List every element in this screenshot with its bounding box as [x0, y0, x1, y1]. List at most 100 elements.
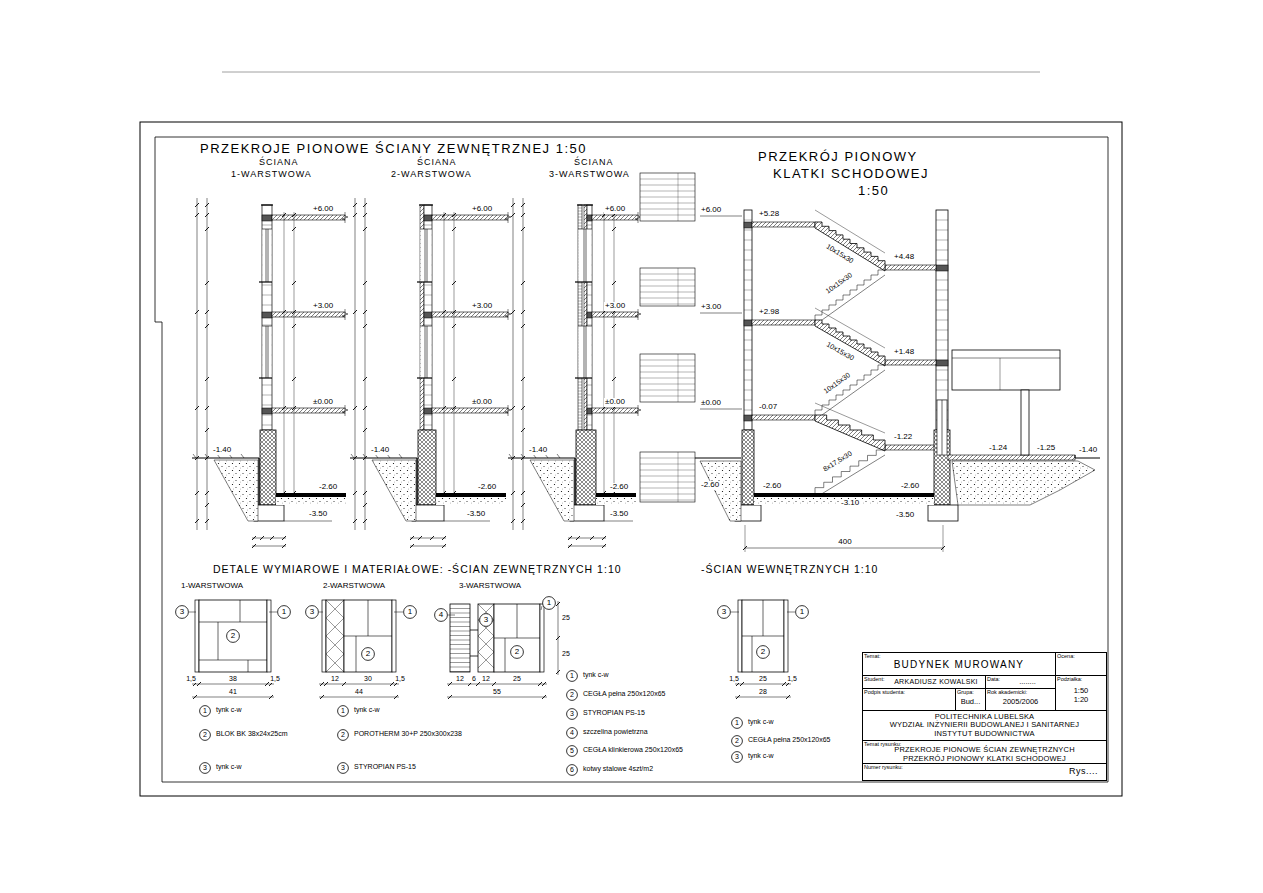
callout-circle-outline — [732, 736, 743, 747]
dimension-tick — [452, 281, 456, 285]
brick-joint — [578, 379, 582, 380]
masonry-joint — [424, 295, 432, 296]
material-description: CEGŁA klinkierowa 250x120x65 — [582, 746, 684, 754]
floor-slab — [752, 320, 815, 325]
callout-circle-outline — [338, 706, 349, 717]
callout-circle-outline — [567, 690, 578, 701]
dimension-value: 25 — [758, 675, 768, 683]
dimension-value: 1,5 — [185, 675, 197, 683]
callout-number: 1 — [731, 717, 743, 729]
elevation-mark: +5.28 — [758, 210, 780, 219]
table-row — [640, 298, 695, 299]
callout-number: 6 — [566, 764, 578, 776]
brick-joint — [450, 649, 470, 650]
elevation-mark: +2.98 — [758, 308, 780, 317]
callout-circle-outline — [278, 606, 291, 619]
elevation-mark: +4.48 — [893, 253, 915, 262]
dimension-tick — [324, 682, 328, 686]
title-block-cell: POLITECHNIKA LUBELSKAWYDZIAŁ INŻYNIERII … — [862, 710, 1107, 741]
ring-beam — [936, 265, 948, 271]
brick-joint — [578, 409, 582, 410]
callout-text: 1 — [570, 672, 574, 680]
dimension-tick — [195, 310, 199, 314]
basement-wall — [260, 430, 276, 505]
dimension-tick — [252, 544, 256, 548]
dimension-tick — [282, 213, 286, 217]
dimension-line — [207, 198, 208, 530]
callout-number: 4 — [566, 727, 578, 739]
dimension-tick — [521, 428, 525, 432]
masonry-joint — [936, 230, 948, 231]
ring-beam — [587, 215, 592, 221]
masonry-joint — [587, 405, 592, 406]
basement-wall — [418, 430, 436, 505]
dimension-tick — [448, 682, 452, 686]
title-block-cell: Temat:BUDYNEK MUROWANY — [862, 652, 1056, 676]
masonry-joint — [936, 350, 948, 351]
callout-number: 1 — [199, 705, 211, 717]
insulation-mark — [478, 636, 494, 652]
brick-joint — [578, 400, 582, 401]
dimension-tick — [195, 519, 199, 523]
callout-number: 2 — [361, 647, 375, 661]
dimension-tick — [205, 324, 209, 328]
window-sill — [575, 377, 592, 378]
masonry-joint — [587, 395, 592, 396]
title-block-cell: Numer rysunku:Rys.... — [862, 763, 1107, 781]
dimension-tick — [452, 406, 456, 410]
stair-flight-label: 8x17,5x30 — [821, 449, 854, 474]
cell-text: INSTYTUT BUDOWNICTWA — [934, 730, 1035, 738]
stair-stringer — [815, 370, 885, 420]
plaster-layer — [540, 604, 544, 672]
cell-text: Rys.... — [1069, 767, 1098, 777]
callout-text: 3 — [341, 764, 345, 772]
dimension-tick — [542, 682, 546, 686]
ring-beam — [262, 215, 272, 221]
masonry-joint — [744, 350, 752, 351]
material-table — [640, 268, 695, 306]
callout-number: 2 — [731, 735, 743, 747]
dimension-tick — [320, 695, 324, 699]
window-frame — [425, 229, 426, 282]
callout-number: 1 — [795, 605, 809, 619]
dimension-line — [252, 546, 286, 547]
backfill-soil — [700, 461, 741, 521]
table-row — [640, 396, 695, 397]
material-description: STYROPIAN PS-15 — [582, 709, 646, 717]
material-description: STYROPIAN PS-15 — [353, 763, 417, 771]
staircase-section — [695, 210, 1100, 552]
window-frame — [266, 229, 267, 282]
dimension-tick — [270, 536, 274, 540]
table-row — [640, 215, 695, 216]
masonry-joint — [936, 330, 948, 331]
brick-joint — [578, 289, 582, 290]
dimension-line — [568, 546, 606, 547]
table-row — [640, 494, 695, 495]
break-line — [635, 309, 641, 320]
elevation-mark: +6.00 — [700, 206, 722, 215]
callout-number: 1 — [542, 596, 556, 610]
dimension-tick — [452, 310, 456, 314]
dimension-line — [294, 212, 295, 496]
table-row — [640, 476, 695, 477]
elevation-mark: +1.48 — [893, 348, 915, 357]
dimension-tick — [521, 491, 525, 495]
callout-text: 3 — [722, 608, 726, 617]
window-sill — [259, 377, 272, 378]
callout-text: 3 — [203, 764, 207, 772]
dimension-line — [735, 697, 791, 698]
sub-base — [436, 497, 506, 505]
lintel — [578, 229, 592, 230]
masonry-joint — [744, 240, 752, 241]
dimension-tick — [282, 310, 286, 314]
lintel — [262, 326, 272, 327]
lintel — [420, 326, 432, 327]
floor-slab — [592, 215, 638, 220]
dimension-tick — [205, 203, 209, 207]
brick-joint — [450, 631, 470, 632]
callout-number: 1 — [403, 605, 417, 619]
section-subheading: 1-WARSTWOWA — [230, 170, 313, 180]
insulation-mark — [478, 652, 494, 668]
callout-circle-outline — [435, 609, 448, 622]
callout-circle-outline — [176, 606, 189, 619]
